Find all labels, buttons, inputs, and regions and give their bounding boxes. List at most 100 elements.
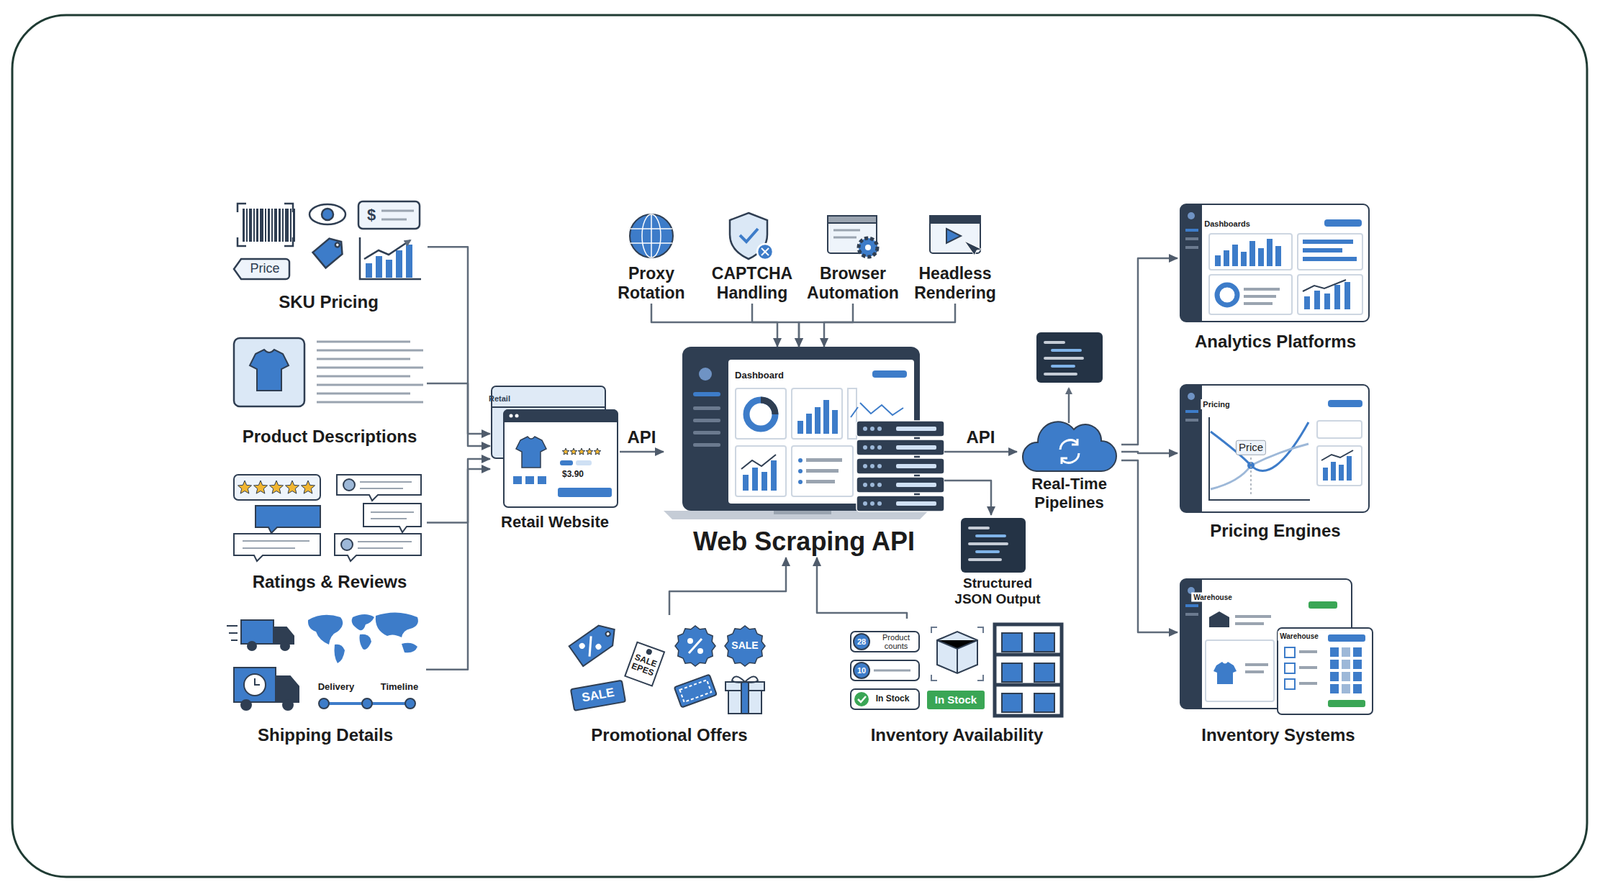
analytics-window-part bbox=[1302, 256, 1357, 262]
pricing-window-part bbox=[1185, 410, 1199, 414]
inventory-windows-part-part bbox=[1353, 672, 1362, 682]
laptop-dashboard-part bbox=[806, 480, 835, 484]
icon-label: Warehouse bbox=[1191, 593, 1235, 603]
analytics-window-part bbox=[1297, 274, 1363, 315]
retail-website-icon-part bbox=[513, 476, 522, 485]
product-description-icons-part-part bbox=[316, 392, 411, 396]
analytics-window-part bbox=[1232, 244, 1238, 267]
laptop-dashboard-part bbox=[760, 400, 776, 415]
connector-arrow bbox=[1121, 460, 1178, 633]
laptop-dashboard-part-part bbox=[862, 426, 868, 432]
icon-label: Timeline bbox=[380, 682, 419, 693]
review-icons-part bbox=[334, 534, 422, 562]
json-code-boxes-part-part bbox=[1050, 349, 1082, 352]
cloud-pipeline-part bbox=[1060, 440, 1079, 463]
retail-website-icon-part bbox=[515, 414, 519, 419]
node-label: Retail Website bbox=[500, 513, 609, 532]
sku-icons-part-part bbox=[271, 208, 273, 242]
icon-group: Inventory Availability bbox=[847, 618, 1067, 748]
cloud-pipeline-part bbox=[1061, 439, 1078, 465]
shipping-icons bbox=[226, 612, 419, 711]
product-description-icons-part bbox=[316, 341, 424, 403]
node-label: Product Descriptions bbox=[242, 426, 418, 447]
analytics-window-part bbox=[1243, 302, 1273, 306]
json-code-boxes-part bbox=[960, 518, 1026, 573]
connector-arrow bbox=[824, 303, 956, 347]
icon-group: Proxy Rotation bbox=[598, 210, 705, 304]
retail-website-icon-part-part bbox=[562, 448, 570, 455]
retail-website-icon-part bbox=[537, 476, 547, 485]
laptop-dashboard-part bbox=[741, 454, 776, 470]
analytics-window-part bbox=[1214, 255, 1221, 267]
shipping-icons-part bbox=[241, 620, 274, 645]
sku-icons-part-part bbox=[334, 241, 341, 248]
retail-website-icon-part bbox=[575, 460, 592, 466]
connector-arrow bbox=[669, 557, 786, 616]
promo-icons-part bbox=[674, 675, 717, 709]
inventory-windows-part-part bbox=[1341, 672, 1351, 682]
product-description-icons-part-part bbox=[316, 358, 411, 361]
laptop-dashboard-part-part bbox=[870, 464, 875, 469]
analytics-window-part bbox=[1209, 274, 1292, 315]
sku-icons-part bbox=[375, 256, 383, 278]
icon-group: Browser Automation bbox=[799, 210, 907, 304]
inventory-icons-part bbox=[850, 689, 920, 710]
icon-group: Headless Rendering bbox=[901, 210, 1009, 304]
review-icons-part bbox=[336, 475, 422, 501]
icon-label: Pricing bbox=[1200, 399, 1232, 410]
inventory-icons-part bbox=[857, 696, 866, 703]
inventory-icons-part bbox=[994, 653, 1062, 658]
sku-icons-part bbox=[237, 203, 293, 247]
captcha-shield-part bbox=[739, 228, 758, 242]
analytics-window-part bbox=[1314, 290, 1321, 310]
sku-icons-part bbox=[395, 250, 403, 278]
json-code-boxes-part-part bbox=[975, 534, 1007, 538]
retail-website-icon-part-part bbox=[585, 448, 594, 455]
review-icons-part bbox=[341, 539, 353, 551]
analytics-window-part bbox=[1302, 248, 1343, 253]
analytics-window-part bbox=[1240, 251, 1247, 267]
pricing-window-part bbox=[1180, 385, 1369, 513]
promo-icons-part-part bbox=[577, 642, 586, 650]
sku-icons-part-part bbox=[242, 208, 245, 242]
proxy-globe-part bbox=[642, 214, 661, 258]
shipping-icons-part-part bbox=[401, 643, 418, 654]
pricing-window-part bbox=[1185, 418, 1199, 422]
laptop-dashboard-part bbox=[798, 458, 803, 463]
connector-arrow bbox=[1121, 258, 1178, 445]
icon-label: Product counts bbox=[875, 633, 917, 651]
review-icons bbox=[233, 475, 422, 562]
inventory-windows-part bbox=[1284, 679, 1295, 690]
proxy-globe-part bbox=[630, 228, 673, 230]
sku-icons-part bbox=[381, 218, 407, 221]
inventory-windows-part bbox=[1299, 666, 1318, 670]
analytics-window-part bbox=[1180, 204, 1369, 322]
inventory-windows-part-part bbox=[1341, 660, 1351, 670]
laptop-dashboard-part bbox=[856, 421, 945, 512]
pricing-window-part bbox=[1346, 456, 1352, 481]
sku-icons-part-part bbox=[292, 208, 296, 242]
inventory-windows-part bbox=[1308, 601, 1338, 609]
pricing-window-part bbox=[1338, 464, 1344, 481]
shipping-icons-part-part bbox=[308, 615, 343, 645]
shipping-icons-part bbox=[233, 667, 276, 703]
connector-arrow bbox=[798, 303, 853, 347]
json-code-boxes-part-part bbox=[1043, 341, 1066, 345]
promo-icons-part-part bbox=[697, 648, 704, 655]
analytics-window-part bbox=[1217, 285, 1238, 306]
json-code-boxes-part bbox=[1036, 332, 1103, 383]
json-code-boxes-part-part bbox=[968, 526, 990, 530]
node-label: CAPTCHA Handling bbox=[698, 264, 806, 303]
icon-label: Dashboard bbox=[732, 369, 786, 382]
laptop-dashboard-part bbox=[693, 431, 721, 435]
sku-icons-part bbox=[309, 204, 346, 225]
sku-icons-part bbox=[359, 237, 422, 280]
review-icons-part bbox=[343, 479, 355, 491]
connector-arrow bbox=[427, 246, 491, 435]
shipping-icons-part-part bbox=[359, 634, 373, 650]
laptop-dashboard-part bbox=[791, 388, 843, 440]
laptop-dashboard-part bbox=[847, 388, 857, 440]
